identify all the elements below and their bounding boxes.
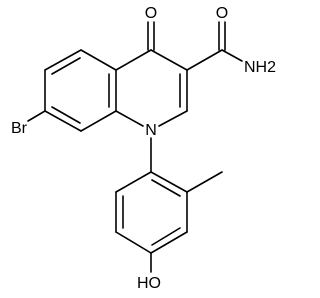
bond-n1-c8a <box>115 110 144 127</box>
amine-label: NH2 <box>244 59 276 76</box>
bond-ph3-ph4 <box>150 231 188 254</box>
bond-ph6-ph1 <box>115 171 152 193</box>
bond-c4a-c5 <box>80 49 117 71</box>
bond-ph4-ph5 <box>115 231 152 254</box>
bond-ph2-methyl <box>186 171 223 193</box>
bond-double-ph3-ph4 <box>151 227 181 246</box>
bond-camide-n <box>221 49 243 62</box>
bond-double-c5-c6 <box>51 57 81 75</box>
bromine-label: Br <box>11 120 28 137</box>
oxygen-amide-label: O <box>216 5 228 22</box>
bond-c4a-c4 <box>115 49 152 71</box>
bond-c5-c6 <box>44 49 82 71</box>
bond-c3-camide <box>186 49 223 71</box>
bond-c8-c8a <box>80 110 117 132</box>
bond-ph1-ph2 <box>150 171 188 193</box>
hydroxyl-label: HO <box>137 275 161 292</box>
nitrogen-ring-label: N <box>145 122 157 139</box>
bond-c7-br <box>27 110 46 122</box>
molecule-structure: O O NH2 N Br HO <box>11 5 276 292</box>
bond-c7-c8 <box>44 110 82 132</box>
bond-c4-c3 <box>150 49 188 71</box>
oxygen-ketone-label: O <box>145 5 157 22</box>
structure-canvas: O O NH2 N Br HO <box>11 5 277 293</box>
bond-c2-n1 <box>158 110 188 127</box>
bond-double-c7-c8 <box>51 106 81 124</box>
bond-double-ph1-ph2 <box>151 179 181 197</box>
